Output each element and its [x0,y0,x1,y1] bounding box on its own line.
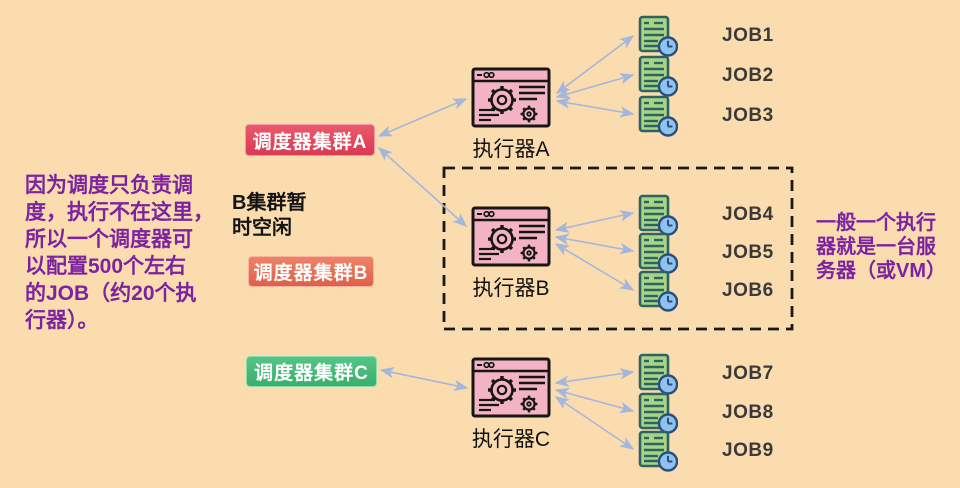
job-label: JOB1 [722,25,774,46]
job-document-clock-icon [638,55,678,97]
job-item: JOB8 [638,392,774,434]
job-item: JOB9 [638,430,774,472]
executor-window-gears-icon [471,206,551,267]
job-label: JOB8 [722,402,774,423]
executor-c: 执行器C [471,357,551,453]
arrow-execB-job6 [554,243,635,291]
job-item: JOB7 [638,353,774,395]
job-document-clock-icon [638,194,678,236]
arrow-execA-job1 [555,35,635,94]
scheduler-cluster-b-box: 调度器集群B [248,256,374,287]
scheduler-capacity-note: 因为调度只负责调 度，执行不在这里， 所以一个调度器可 以配置500个左右 的J… [25,174,214,332]
executor-a: 执行器A [471,67,551,163]
executor-window-gears-icon [471,67,551,128]
job-document-clock-icon [638,430,678,472]
executor-server-note: 一般一个执行 器就是一台服 务器（或VM） [816,212,946,282]
executor-b-label: 执行器B [472,277,550,300]
scheduler-cluster-b-label: 调度器集群B [253,263,369,284]
executor-b: 执行器B [471,206,551,302]
job-document-clock-icon [638,270,678,312]
job-document-clock-icon [638,392,678,434]
job-label: JOB6 [722,280,774,301]
executor-c-label: 执行器C [471,428,551,451]
job-document-clock-icon [638,95,678,137]
job-label: JOB2 [722,65,774,86]
job-document-clock-icon [638,15,678,57]
arrow-execC-job7 [554,368,635,387]
job-label: JOB3 [722,105,774,126]
job-label: JOB9 [722,440,774,461]
arrow-execB-job5 [554,233,635,255]
executor-a-label: 执行器A [472,138,550,161]
arrow-schedA-execB [377,147,468,227]
job-item: JOB4 [638,194,774,236]
job-item: JOB3 [638,95,774,137]
job-item: JOB1 [638,15,774,57]
job-label: JOB7 [722,363,774,384]
arrow-execB-job4 [554,210,635,233]
job-item: JOB6 [638,270,774,312]
scheduler-cluster-c-box: 调度器集群C [246,356,377,387]
job-item: JOB2 [638,55,774,97]
arrow-execC-job8 [554,387,635,414]
job-label: JOB4 [722,204,774,225]
job-item: JOB5 [638,232,774,274]
cluster-b-idle-note: B集群暂 时空闲 [232,192,307,239]
arrow-execA-job2 [555,73,635,99]
scheduler-cluster-a-box: 调度器集群A [245,124,375,156]
arrow-schedA-execA [377,98,468,137]
job-document-clock-icon [638,353,678,395]
job-document-clock-icon [638,232,678,274]
arrow-execA-job3 [555,97,635,118]
arrow-schedC-execC [379,367,469,391]
executor-window-gears-icon [471,357,551,418]
job-label: JOB5 [722,242,774,263]
scheduler-cluster-c-label: 调度器集群C [254,363,369,384]
arrow-execC-job9 [554,396,635,450]
scheduler-cluster-a-label: 调度器集群A [252,131,368,153]
